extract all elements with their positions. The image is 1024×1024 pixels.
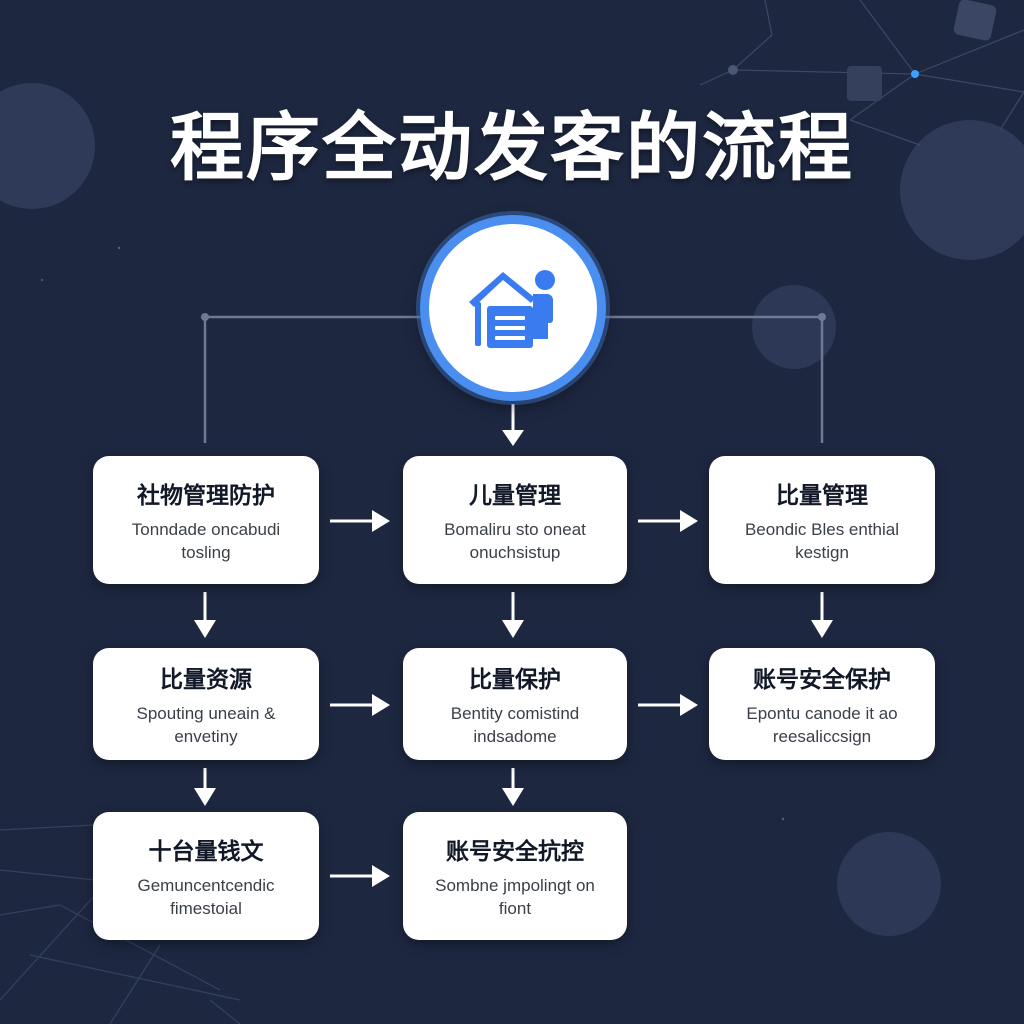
hub-down-arrow (502, 404, 524, 446)
step-description: Epontu canode it ao reesaliccsign (746, 704, 898, 746)
step-card: 账号安全抗控 Sombne jmpolingt on fiont (403, 812, 627, 940)
step-title: 比量管理 (776, 483, 868, 509)
decor-node-glow (911, 70, 919, 78)
step-card: 十台量钱文 Gemuncentcendic fimestoial (93, 812, 319, 940)
step-card: 账号安全保护 Epontu canode it ao reesaliccsign (709, 648, 935, 760)
step-title: 比量资源 (160, 667, 252, 693)
step-title: 账号安全保护 (753, 667, 891, 693)
step-description: Tonndade oncabudi tosling (131, 520, 281, 562)
connector-node (201, 313, 209, 321)
step-title: 账号安全抗控 (446, 839, 584, 865)
hub-node (420, 215, 606, 401)
decor-square (847, 66, 882, 101)
step-description: Sombne jmpolingt on fiont (435, 876, 595, 918)
step-title: 社物管理防护 (137, 483, 275, 509)
step-title: 十台量钱文 (148, 839, 264, 865)
house-user-icon (469, 270, 555, 348)
page-title: 程序全动发客的流程 (170, 105, 854, 191)
decor-circle (0, 83, 95, 209)
step-description: Spouting uneain & envetiny (136, 704, 276, 746)
step-title: 比量保护 (469, 667, 561, 693)
step-description: Beondic Bles enthial kestign (744, 520, 900, 562)
step-card: 儿量管理 Bomaliru sto oneat onuchsistup (403, 456, 627, 584)
decor-square (953, 0, 997, 41)
decor-circle (752, 285, 836, 369)
step-card: 社物管理防护 Tonndade oncabudi tosling (93, 456, 319, 584)
step-title: 儿量管理 (469, 483, 561, 509)
decor-circle (900, 120, 1024, 260)
step-card: 比量资源 Spouting uneain & envetiny (93, 648, 319, 760)
decor-node (728, 65, 738, 75)
step-card: 比量保护 Bentity comistind indsadome (403, 648, 627, 760)
connector-node (818, 313, 826, 321)
step-card: 比量管理 Beondic Bles enthial kestign (709, 456, 935, 584)
step-description: Bomaliru sto oneat onuchsistup (444, 520, 586, 562)
flow-arrows (194, 510, 833, 887)
step-description: Bentity comistind indsadome (450, 704, 580, 746)
decor-circle (837, 832, 941, 936)
step-description: Gemuncentcendic fimestoial (137, 876, 275, 918)
